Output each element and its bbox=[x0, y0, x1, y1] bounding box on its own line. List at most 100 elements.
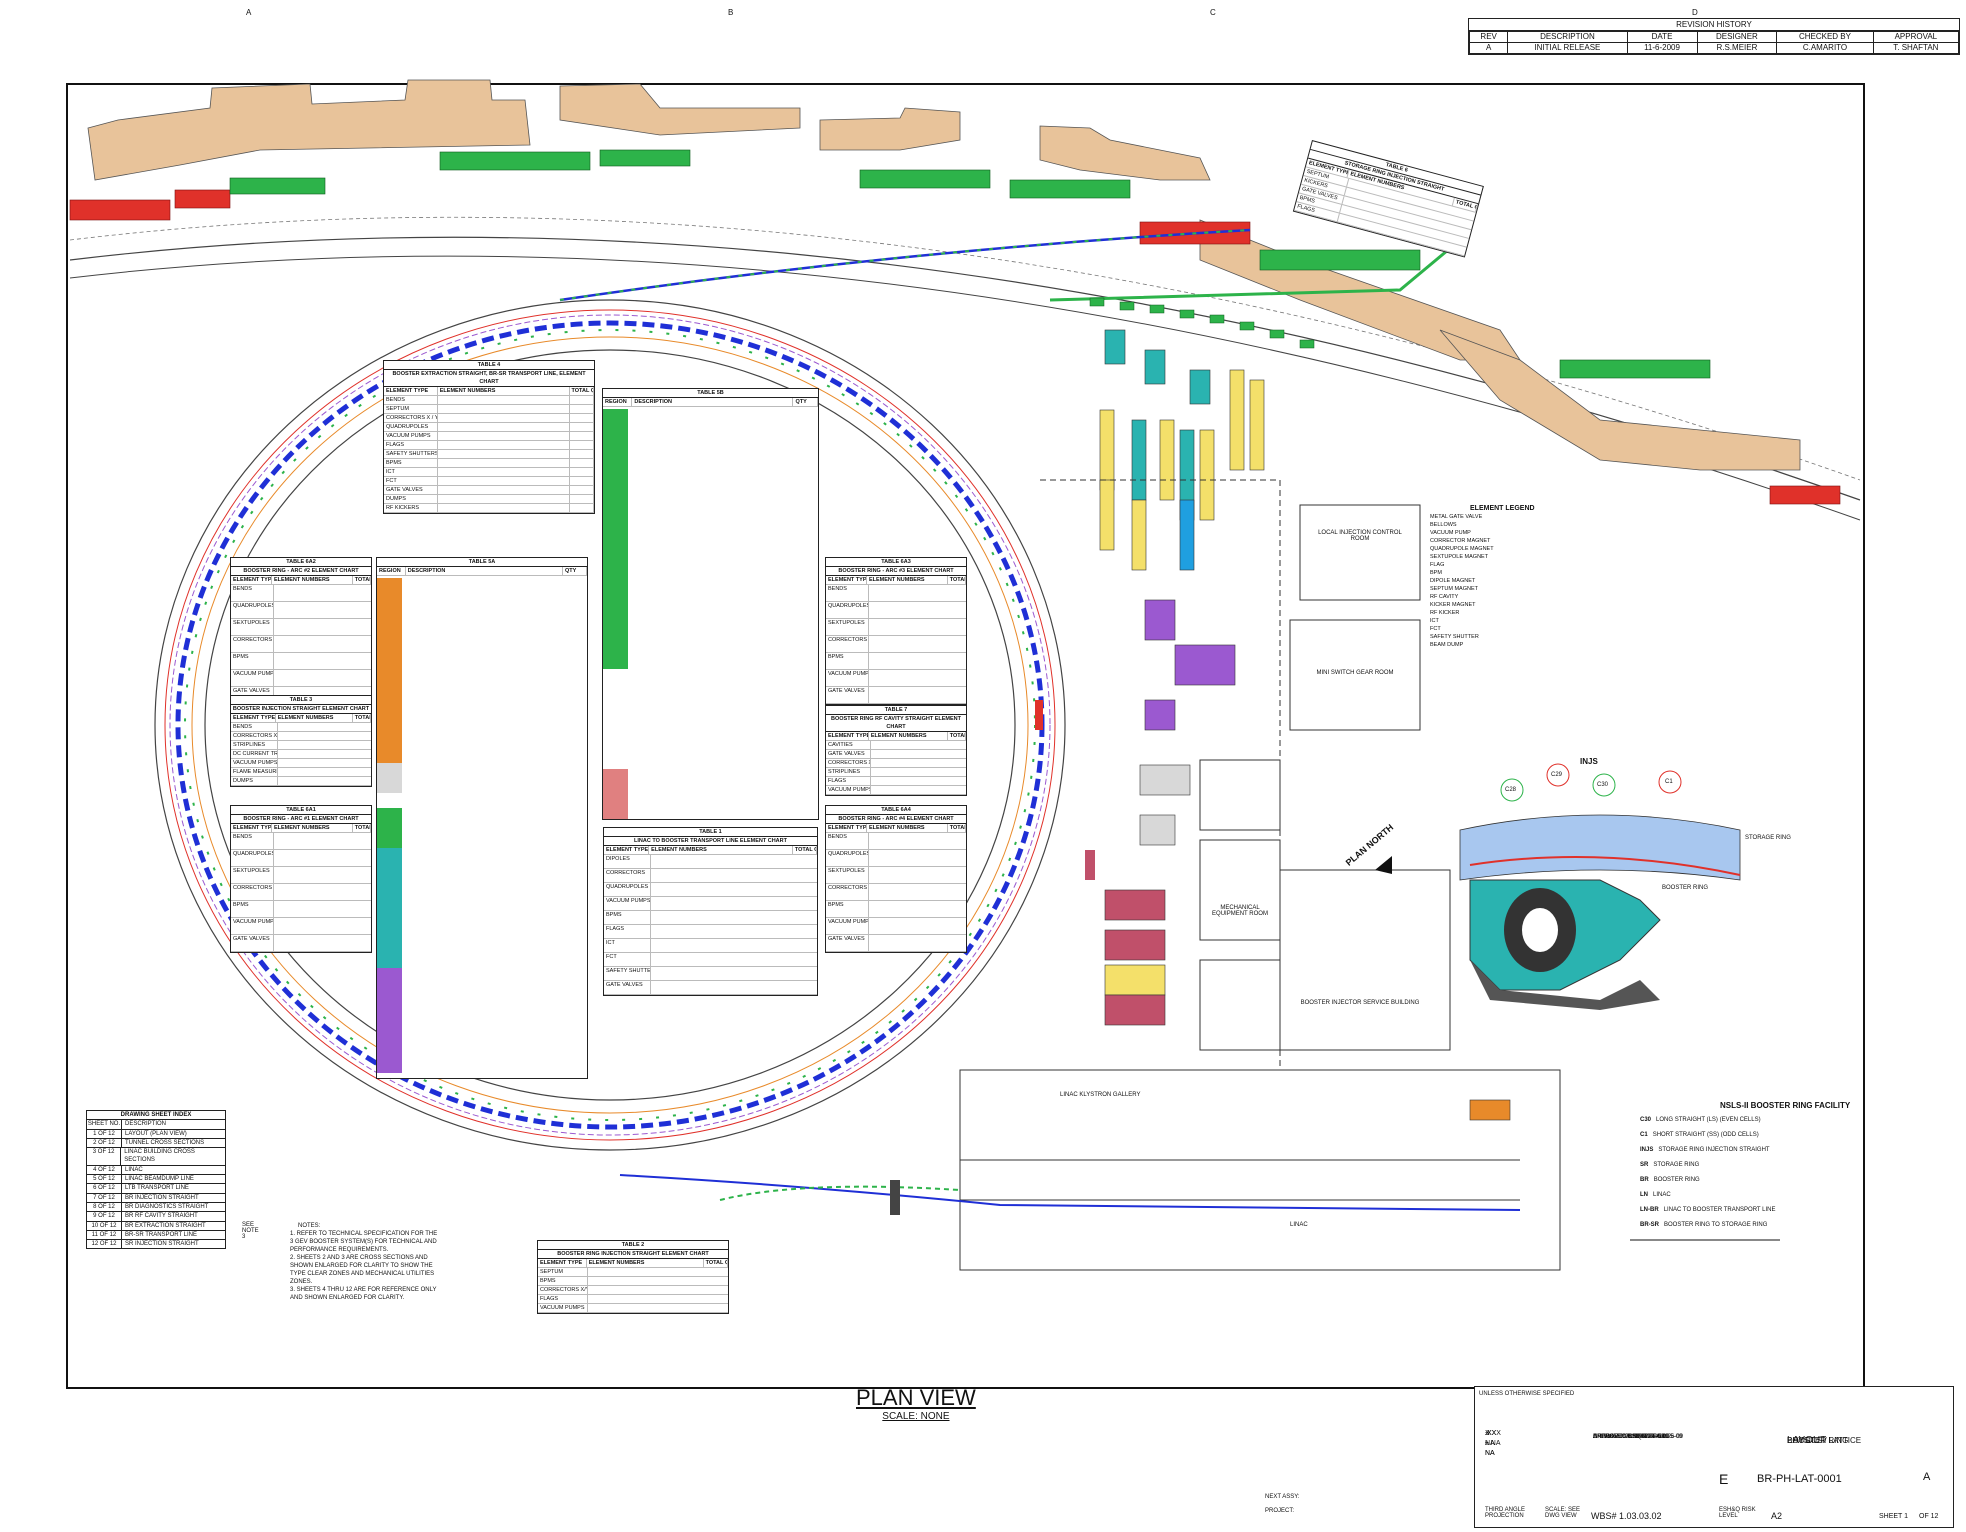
legend-item: BELLOWS bbox=[1430, 522, 1457, 528]
row-label: GATE VALVES bbox=[826, 935, 869, 951]
table-2-subtitle: BOOSTER RING INJECTION STRAIGHT ELEMENT … bbox=[538, 1250, 728, 1259]
col-header: TOTAL QTY bbox=[949, 576, 966, 584]
row-label: SEPTUM bbox=[538, 1268, 588, 1276]
table-7-title: TABLE 7 bbox=[826, 706, 966, 715]
row-label: FLAGS bbox=[826, 777, 871, 785]
table-6a4: TABLE 6A4 BOOSTER RING - ARC #4 ELEMENT … bbox=[825, 805, 967, 953]
table-3-subtitle: BOOSTER INJECTION STRAIGHT ELEMENT CHART bbox=[231, 706, 371, 714]
row-label: BPMS bbox=[826, 653, 869, 669]
nsls-tagline: NATIONAL SYNCHROTRON LIGHT SOURCE II bbox=[1757, 1413, 1887, 1419]
row-label: SEPTUM bbox=[384, 405, 438, 413]
facility-desc: SHORT STRAIGHT (SS) (ODD CELLS) bbox=[1652, 1132, 1759, 1138]
col-header: ELEMENT NUMBERS bbox=[867, 824, 948, 832]
row-label: BPMS bbox=[538, 1277, 588, 1285]
designer-value: R.S.MEIER bbox=[1696, 42, 1778, 54]
row-label: BPMS bbox=[231, 653, 274, 669]
col-header: QTY bbox=[793, 398, 818, 406]
row-label: CORRECTORS bbox=[231, 884, 274, 900]
table-2: TABLE 2 BOOSTER RING INJECTION STRAIGHT … bbox=[537, 1240, 729, 1314]
row-label: BENDS bbox=[231, 833, 274, 849]
row-label: VACUUM PUMPS bbox=[384, 432, 438, 440]
table-6a3: TABLE 6A3 BOOSTER RING - ARC #3 ELEMENT … bbox=[825, 557, 967, 705]
drawing-number: BR-PH-LAT-0001 bbox=[1757, 1473, 1842, 1485]
wbs-number: WBS# 1.03.03.02 bbox=[1591, 1511, 1662, 1521]
row-label: BENDS bbox=[231, 723, 278, 731]
row-label: SAFETY SHUTTERS bbox=[604, 967, 651, 980]
row-label: GATE VALVES bbox=[826, 687, 869, 703]
facility-desc: LINAC TO BOOSTER TRANSPORT LINE bbox=[1663, 1207, 1776, 1213]
facility-legend-title: NSLS-II BOOSTER RING FACILITY bbox=[1720, 1101, 1851, 1110]
col-header: ELEMENT TYPE bbox=[233, 824, 272, 832]
col-header: ELEMENT NUMBERS bbox=[438, 387, 570, 395]
col-header: TOTAL QTY bbox=[354, 714, 371, 722]
table-1-subtitle: LINAC TO BOOSTER TRANSPORT LINE ELEMENT … bbox=[604, 837, 817, 846]
row-label: ICT bbox=[384, 468, 438, 476]
row-label: BENDS bbox=[231, 585, 274, 601]
zone-label-a: A bbox=[246, 8, 252, 17]
revision-history-title: REVISION HISTORY bbox=[1469, 19, 1959, 31]
col-header: ELEMENT NUMBERS bbox=[272, 824, 353, 832]
legend-item: METAL GATE VALVE bbox=[1430, 514, 1483, 520]
col-header: DESCRIPTION bbox=[125, 1121, 167, 1128]
row-label: DUMPS bbox=[384, 495, 438, 503]
row-label: VACUUM PUMPS bbox=[828, 786, 871, 794]
table-7-subtitle: BOOSTER RING RF CAVITY STRAIGHT ELEMENT … bbox=[826, 715, 966, 732]
mini-switch-gear-room-label: MINI SWITCH GEAR ROOM bbox=[1316, 670, 1394, 676]
storage-ring-building bbox=[87, 79, 1801, 471]
legend-item: KICKER MAGNET bbox=[1430, 602, 1476, 608]
col-header: TOTAL QTY bbox=[793, 846, 817, 854]
col-header: TOTAL QTY bbox=[354, 824, 371, 832]
cell-c28: C28 bbox=[1505, 787, 1517, 793]
row-label: SEXTUPOLES bbox=[231, 867, 274, 883]
size-code: E bbox=[1719, 1471, 1729, 1487]
name: TSIQG bbox=[1627, 1434, 1647, 1440]
facility-key: BR-SR bbox=[1640, 1222, 1659, 1228]
col-header: ELEMENT TYPE bbox=[828, 576, 867, 584]
row-label: BPMS bbox=[231, 901, 274, 917]
row-label: CORRECTORS X/Y bbox=[540, 1286, 588, 1294]
col-header: REGION bbox=[603, 398, 633, 406]
row-label: VACUUM PUMPS bbox=[604, 897, 651, 910]
next-assy: NEXT ASSY: bbox=[1265, 1494, 1300, 1500]
name: HNXJR bbox=[1612, 1434, 1633, 1440]
row-label: VACUUM PUMPS bbox=[233, 759, 278, 767]
brookhaven-logo: BROOKHAVEN NATIONAL LABORATORY bbox=[1589, 1393, 1640, 1414]
row-label: BENDS bbox=[826, 833, 869, 849]
storage-ring-magnets-green bbox=[229, 149, 1711, 379]
linac-label: LINAC bbox=[1290, 1222, 1308, 1228]
row-label: QUADRUPOLES bbox=[826, 850, 869, 866]
date: 11-5-09 bbox=[1662, 1434, 1683, 1440]
dim-tolerance: X ± NA bbox=[1485, 1430, 1495, 1457]
date: 11-4-09 bbox=[1633, 1434, 1654, 1440]
table-2-title: TABLE 2 bbox=[538, 1241, 728, 1250]
date: 11-4-09 bbox=[1648, 1434, 1669, 1440]
nsls-logo: NSLS II bbox=[1767, 1391, 1831, 1411]
note-item: 2. SHEETS 2 AND 3 ARE CROSS SECTIONS AND… bbox=[290, 1255, 435, 1285]
row-label: GATE VALVES bbox=[604, 981, 651, 994]
title-block: UNLESS OTHERWISE SPECIFIED X ± NA .XX ± … bbox=[1265, 1386, 1954, 1528]
facility-key: BR bbox=[1640, 1177, 1649, 1183]
plan-view-caption: PLAN VIEW SCALE: NONE bbox=[856, 1385, 976, 1422]
facility-key: SR bbox=[1640, 1162, 1649, 1168]
row-label: STRIPLINES bbox=[231, 741, 278, 749]
row-label: VACUUM PUMPS bbox=[231, 918, 274, 934]
role: CHECKED bbox=[1593, 1434, 1623, 1440]
element-legend: ELEMENT LEGEND METAL GATE VALVE BELLOWS … bbox=[1430, 505, 1535, 649]
table-4: TABLE 4 BOOSTER EXTRACTION STRAIGHT, BR-… bbox=[383, 360, 595, 514]
row-label: QUADRUPOLES bbox=[826, 602, 869, 618]
row-label: DC CURRENT TRANSFORMER bbox=[233, 750, 278, 758]
injection-detail bbox=[1459, 763, 1741, 1010]
sheet-total: OF 12 bbox=[1919, 1513, 1939, 1520]
facility-key: C30 bbox=[1640, 1117, 1652, 1123]
col-header: ELEMENT TYPE bbox=[384, 387, 438, 395]
sheet-no: 1 OF 12 bbox=[87, 1129, 122, 1138]
row-label: CORRECTORS X / Y bbox=[233, 732, 278, 740]
col-header: ELEMENT NUMBERS bbox=[587, 1259, 704, 1267]
